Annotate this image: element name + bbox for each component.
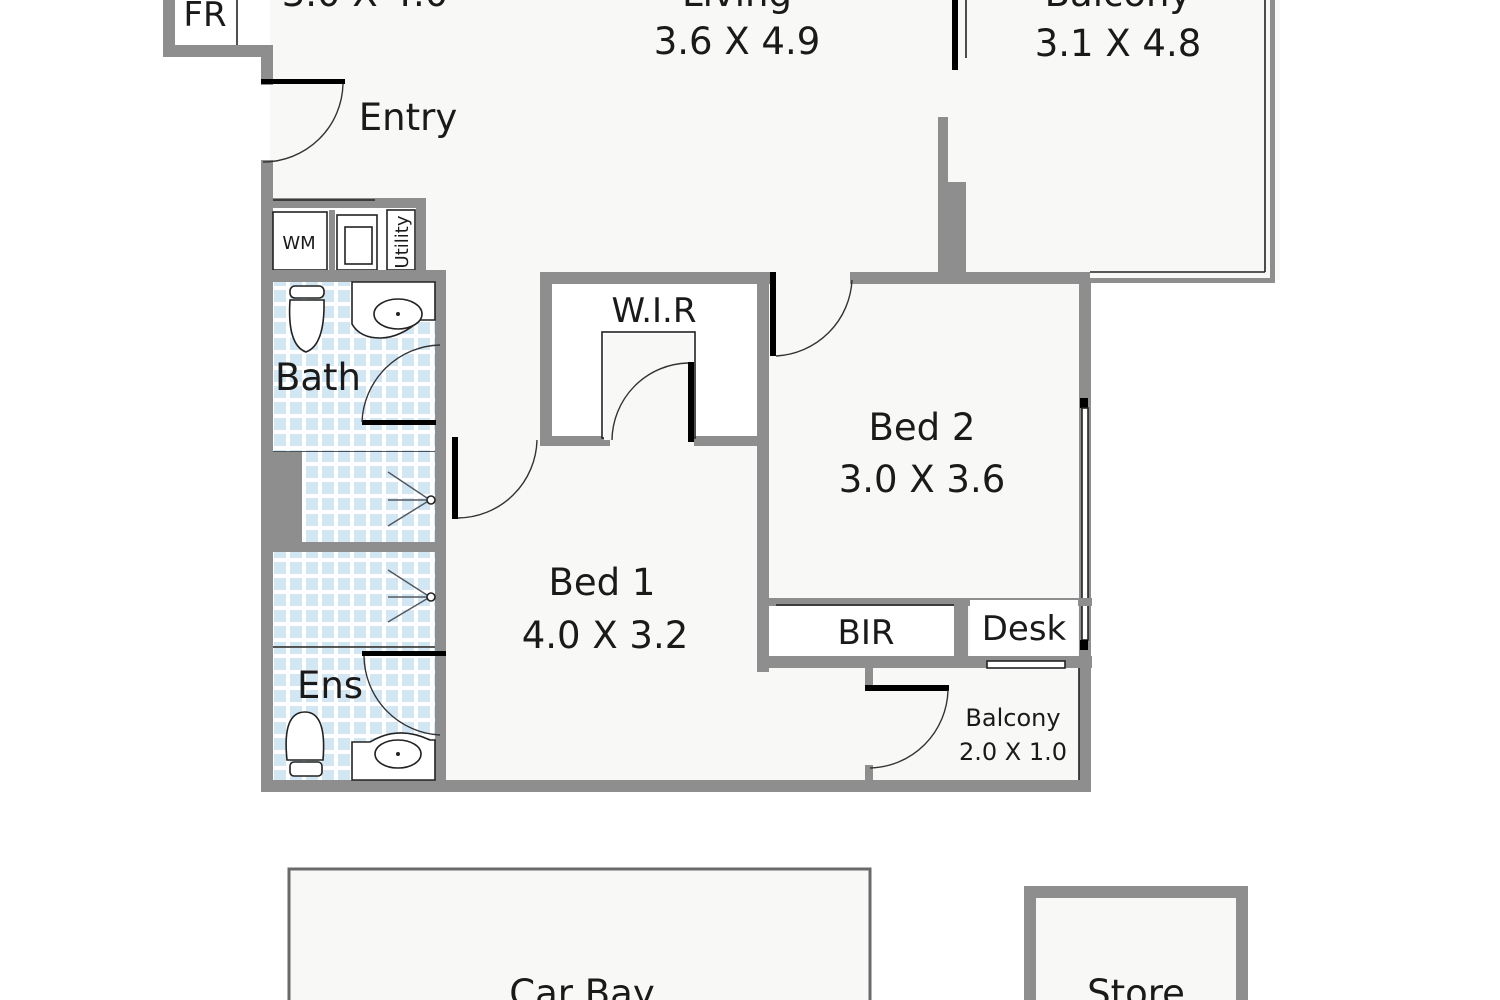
balcony-small bbox=[865, 668, 1080, 785]
shower-head-icon bbox=[387, 569, 436, 623]
room-label-fr: FR bbox=[183, 0, 226, 35]
room-dims-top-left: 3.0 X 4.0 bbox=[282, 0, 449, 15]
room-dims-balcony-small: 2.0 X 1.0 bbox=[959, 738, 1067, 766]
room-label-balcony-main: Balcony bbox=[1045, 0, 1192, 15]
ensuite: Ens bbox=[273, 648, 446, 785]
car-bay: Car Bay bbox=[287, 867, 872, 1000]
room-label-store: Store bbox=[1087, 972, 1185, 1000]
bed1-door[interactable] bbox=[452, 437, 538, 519]
room-label-bed1: Bed 1 bbox=[549, 561, 656, 604]
room-dims-bed2: 3.0 X 3.6 bbox=[839, 458, 1006, 501]
room-label-bir: BIR bbox=[838, 613, 895, 653]
sliding-door-balcony[interactable] bbox=[952, 0, 967, 70]
store: Store bbox=[1024, 886, 1248, 1000]
room-label-bath: Bath bbox=[275, 356, 361, 399]
room-label-wir: W.I.R bbox=[612, 291, 697, 331]
shower-area bbox=[270, 450, 446, 655]
entry-door[interactable] bbox=[261, 79, 345, 163]
room-label-entry: Entry bbox=[359, 96, 457, 139]
partition-wall-bed2 bbox=[757, 272, 769, 672]
room-label-living: Living bbox=[682, 0, 792, 15]
bathroom: Bath bbox=[261, 270, 446, 453]
bed2-window bbox=[1080, 398, 1089, 650]
room-label-balcony-small: Balcony bbox=[965, 704, 1060, 732]
room-label-car-bay: Car Bay bbox=[509, 972, 654, 1000]
partition-wall-living-balcony bbox=[938, 117, 966, 282]
room-label-wm: WM bbox=[282, 233, 315, 254]
balcony-small-door[interactable] bbox=[865, 685, 949, 769]
room-label-bed2: Bed 2 bbox=[869, 406, 976, 449]
walk-in-robe: W.I.R bbox=[540, 272, 770, 446]
fr-closet: FR bbox=[175, 0, 238, 45]
room-label-utility: Utility bbox=[392, 215, 413, 268]
room-dims-balcony-main: 3.1 X 4.8 bbox=[1035, 22, 1202, 65]
room-dims-living: 3.6 X 4.9 bbox=[654, 20, 821, 63]
bir-desk-area: BIR Desk bbox=[757, 598, 1092, 669]
partition-wall-bed2-top bbox=[850, 272, 1090, 284]
room-label-desk: Desk bbox=[982, 609, 1067, 649]
room-dims-bed1: 4.0 X 3.2 bbox=[522, 614, 689, 657]
shower-head-icon bbox=[387, 471, 436, 527]
bed2-door[interactable] bbox=[770, 272, 853, 357]
room-label-ens: Ens bbox=[297, 664, 363, 707]
laundry-area: WM Utility bbox=[261, 198, 426, 271]
